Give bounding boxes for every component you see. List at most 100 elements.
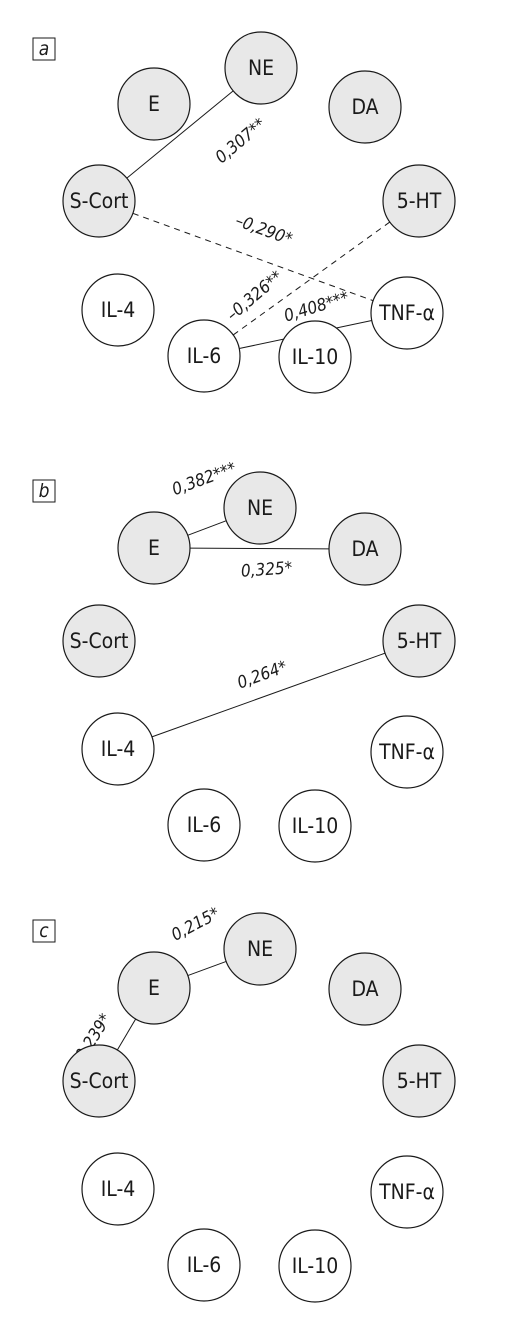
node-label: IL-10 bbox=[292, 345, 339, 369]
node-il-4: IL-4 bbox=[81, 273, 155, 347]
node-da: DA bbox=[328, 70, 402, 144]
node-5-ht: 5-HT bbox=[382, 604, 456, 678]
node-ne: NE bbox=[224, 31, 298, 105]
node-label: DA bbox=[351, 537, 378, 561]
node-label: DA bbox=[351, 977, 378, 1001]
node-circle bbox=[328, 952, 402, 1026]
node-tnf-a: TNF-α bbox=[370, 276, 444, 350]
node-il-10: IL-10 bbox=[278, 320, 352, 394]
node-label: TNF-α bbox=[378, 740, 435, 764]
node-il-6: IL-6 bbox=[167, 319, 241, 393]
node-e: E bbox=[117, 951, 191, 1025]
node-il-6: IL-6 bbox=[167, 1228, 241, 1302]
node-circle bbox=[62, 164, 136, 238]
edge-S-Cort-TNF-a bbox=[132, 212, 374, 302]
node-circle bbox=[370, 1155, 444, 1229]
node-label: 5-HT bbox=[397, 189, 442, 213]
node-label: E bbox=[148, 92, 160, 116]
node-circle bbox=[117, 951, 191, 1025]
node-label: E bbox=[148, 976, 160, 1000]
edge-label: 0,215* bbox=[168, 904, 223, 946]
node-label: NE bbox=[248, 56, 274, 80]
node-s-cort: S-Cort bbox=[62, 164, 136, 238]
node-circle bbox=[278, 320, 352, 394]
node-label: IL-4 bbox=[101, 737, 136, 761]
node-da: DA bbox=[328, 952, 402, 1026]
node-tnf-a: TNF-α bbox=[370, 715, 444, 789]
edge-label: 0,264* bbox=[235, 657, 290, 694]
node-circle bbox=[328, 512, 402, 586]
node-il-4: IL-4 bbox=[81, 1152, 155, 1226]
node-circle bbox=[223, 912, 297, 986]
node-s-cort: S-Cort bbox=[62, 1044, 136, 1118]
node-label: IL-4 bbox=[101, 298, 136, 322]
node-e: E bbox=[117, 511, 191, 585]
node-label: NE bbox=[247, 496, 273, 520]
node-il-6: IL-6 bbox=[167, 788, 241, 862]
panel-label: a bbox=[39, 38, 49, 60]
node-label: DA bbox=[351, 95, 378, 119]
edge-label: 0,307** bbox=[212, 114, 270, 168]
node-circle bbox=[167, 1228, 241, 1302]
node-il-4: IL-4 bbox=[81, 712, 155, 786]
node-label: IL-4 bbox=[101, 1177, 136, 1201]
edge-label: 0,325* bbox=[240, 558, 293, 582]
node-circle bbox=[382, 604, 456, 678]
edge-E-NE bbox=[187, 520, 227, 536]
node-circle bbox=[370, 276, 444, 350]
node-circle bbox=[117, 511, 191, 585]
node-circle bbox=[81, 1152, 155, 1226]
node-circle bbox=[167, 319, 241, 393]
node-label: IL-6 bbox=[187, 1253, 222, 1277]
node-s-cort: S-Cort bbox=[62, 604, 136, 678]
node-label: IL-6 bbox=[187, 344, 222, 368]
node-label: 5-HT bbox=[397, 1069, 442, 1093]
node-circle bbox=[62, 604, 136, 678]
node-circle bbox=[370, 715, 444, 789]
node-ne: NE bbox=[223, 912, 297, 986]
edge-E-NE bbox=[187, 960, 227, 977]
node-label: S-Cort bbox=[70, 189, 129, 213]
node-circle bbox=[224, 31, 298, 105]
node-circle bbox=[382, 1044, 456, 1118]
node-il-10: IL-10 bbox=[278, 1229, 352, 1303]
node-label: S-Cort bbox=[70, 629, 129, 653]
node-label: IL-10 bbox=[292, 814, 339, 838]
node-da: DA bbox=[328, 512, 402, 586]
node-il-10: IL-10 bbox=[278, 789, 352, 863]
node-label: 5-HT bbox=[397, 629, 442, 653]
edge-S-Cort-E bbox=[116, 1018, 137, 1051]
edge-IL-4-5-HT bbox=[151, 652, 386, 738]
node-label: TNF-α bbox=[378, 301, 435, 325]
node-label: IL-10 bbox=[292, 1254, 339, 1278]
edge-label: –0,326** bbox=[223, 267, 287, 325]
node-circle bbox=[223, 471, 297, 545]
node-circle bbox=[278, 789, 352, 863]
node-circle bbox=[81, 712, 155, 786]
node-label: NE bbox=[247, 937, 273, 961]
node-circle bbox=[328, 70, 402, 144]
node-circle bbox=[81, 273, 155, 347]
node-tnf-a: TNF-α bbox=[370, 1155, 444, 1229]
node-circle bbox=[167, 788, 241, 862]
edge-E-DA bbox=[189, 547, 330, 550]
node-e: E bbox=[117, 67, 191, 141]
edge-S-Cort-NE bbox=[126, 90, 234, 179]
node-label: IL-6 bbox=[187, 813, 222, 837]
node-ne: NE bbox=[223, 471, 297, 545]
node-5-ht: 5-HT bbox=[382, 1044, 456, 1118]
panel-label: c bbox=[39, 920, 49, 942]
node-circle bbox=[62, 1044, 136, 1118]
panel-label: b bbox=[39, 480, 50, 502]
node-5-ht: 5-HT bbox=[382, 164, 456, 238]
node-circle bbox=[278, 1229, 352, 1303]
node-circle bbox=[117, 67, 191, 141]
node-circle bbox=[382, 164, 456, 238]
node-label: TNF-α bbox=[378, 1180, 435, 1204]
node-label: E bbox=[148, 536, 160, 560]
edge-label: –0,290* bbox=[233, 211, 296, 250]
